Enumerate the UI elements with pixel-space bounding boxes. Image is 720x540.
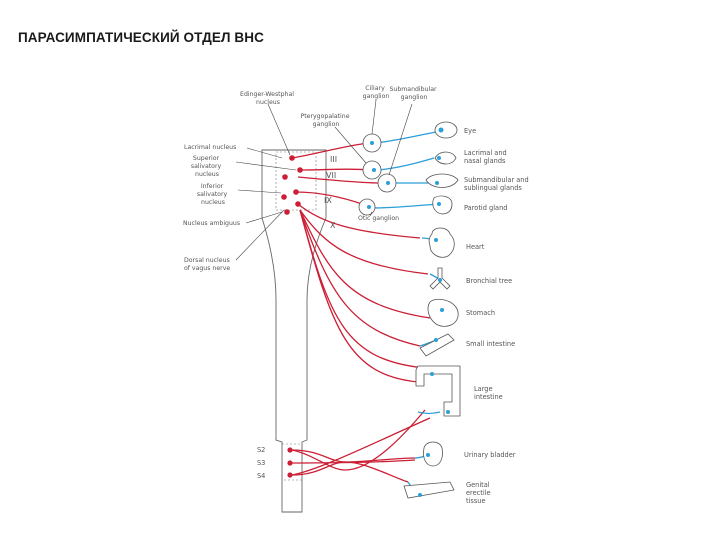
preganglionic-fibers xyxy=(291,142,431,483)
organ-large-intestine xyxy=(415,365,461,417)
label-small-intestine: Small intestine xyxy=(466,340,515,348)
brainstem-nuclei xyxy=(281,155,303,478)
label-line: erectile xyxy=(466,489,491,497)
ganglion-dot xyxy=(367,205,371,209)
organ-heart xyxy=(428,227,455,258)
label-line: Genital xyxy=(466,481,490,489)
label-edinger-westphal: Edinger-Westphal nucleus xyxy=(240,91,296,106)
ganglion-dot xyxy=(386,181,390,185)
label-submandibular-ganglion: Submandibular ganglion xyxy=(389,86,438,101)
label-line: salivatory xyxy=(191,163,222,170)
organ-bronchial-tree xyxy=(429,267,451,290)
label-line: sublingual glands xyxy=(464,184,522,192)
label-line: Ciliary xyxy=(365,85,385,92)
label-urinary-bladder: Urinary bladder xyxy=(464,451,516,459)
ganglia xyxy=(358,133,397,216)
label-large-intestine: Large intestine xyxy=(474,385,503,401)
label-heart: Heart xyxy=(466,243,485,251)
nucleus-dot xyxy=(289,155,295,161)
organ-genital-tissue xyxy=(403,481,455,499)
label-line: Pterygopalatine xyxy=(301,113,350,120)
nucleus-dot xyxy=(295,201,301,207)
label-superior-salivatory: Superior salivatory nucleus xyxy=(191,155,223,178)
label-line: Dorsal nucleus xyxy=(184,257,230,264)
label-genital-tissue: Genital erectile tissue xyxy=(466,481,493,505)
label-line: nucleus xyxy=(256,99,280,106)
label-ciliary-ganglion: Ciliary ganglion xyxy=(363,85,390,100)
label-line: nasal glands xyxy=(464,157,506,165)
nucleus-dot xyxy=(297,167,303,173)
nucleus-dot xyxy=(284,209,290,215)
label-line: Edinger-Westphal xyxy=(240,91,294,98)
label-otic-ganglion: Otic ganglion xyxy=(358,215,399,222)
label-lacrimal-glands: Lacrimal and nasal glands xyxy=(464,149,509,165)
label-eye: Eye xyxy=(464,127,476,135)
sacral-dot xyxy=(287,447,293,453)
organ-stomach xyxy=(427,298,459,327)
label-dorsal-vagus: Dorsal nucleus of vagus nerve xyxy=(184,257,232,272)
nucleus-dot xyxy=(281,194,287,200)
label-stomach: Stomach xyxy=(466,309,495,317)
label-line: Submandibular and xyxy=(464,176,529,184)
sacral-label: S3 xyxy=(257,459,265,467)
label-pterygopalatine-ganglion: Pterygopalatine ganglion xyxy=(301,113,352,128)
label-line: ganglion xyxy=(401,94,428,101)
label-nucleus-ambiguus: Nucleus ambiguus xyxy=(183,220,240,227)
label-line: nucleus xyxy=(195,171,219,178)
label-line: nucleus xyxy=(201,199,225,206)
organ-parotid xyxy=(432,195,453,215)
sacral-dot xyxy=(287,472,293,478)
leader-lines xyxy=(235,99,413,261)
sacral-segment-box xyxy=(281,443,303,481)
label-line: Inferior xyxy=(201,183,224,190)
sacral-label: S2 xyxy=(257,446,265,454)
label-submandibular-glands: Submandibular and sublingual glands xyxy=(464,176,531,192)
organ-eye xyxy=(434,121,458,139)
nerve-x-label: X xyxy=(330,221,336,230)
label-line: Submandibular xyxy=(389,86,437,93)
label-inferior-salivatory: Inferior salivatory nucleus xyxy=(197,183,229,206)
label-lacrimal-nucleus: Lacrimal nucleus xyxy=(184,144,236,151)
label-line: ganglion xyxy=(363,93,390,100)
label-line: tissue xyxy=(466,497,486,505)
organ-small-intestine xyxy=(419,333,455,357)
sacral-dot xyxy=(287,460,293,466)
page-title: ПАРАСИМПАТИЧЕСКИЙ ОТДЕЛ ВНС xyxy=(18,30,264,45)
nerve-ix-label: IX xyxy=(324,196,332,205)
organ-submandibular-glands xyxy=(425,173,459,188)
organ-lacrimal-glands xyxy=(434,151,457,165)
ganglion-dot xyxy=(370,141,374,145)
spinal-cord-outline xyxy=(261,149,327,513)
label-bronchial-tree: Bronchial tree xyxy=(466,277,512,285)
sacral-label: S4 xyxy=(257,472,265,480)
nerve-iii-label: III xyxy=(330,155,337,164)
label-line: intestine xyxy=(474,393,503,401)
nucleus-dot xyxy=(293,189,299,195)
nucleus-dot xyxy=(282,174,288,180)
label-line: ganglion xyxy=(313,121,340,128)
label-parotid-gland: Parotid gland xyxy=(464,204,507,212)
label-line: Large xyxy=(474,385,493,393)
nerve-vii-label: VII xyxy=(326,171,336,180)
organ-urinary-bladder xyxy=(423,441,443,467)
ganglion-dot xyxy=(372,168,376,172)
label-line: of vagus nerve xyxy=(184,265,230,272)
brainstem-nuclei-box xyxy=(275,151,317,211)
label-line: Lacrimal and xyxy=(464,149,507,157)
label-line: salivatory xyxy=(197,191,228,198)
label-line: Superior xyxy=(193,155,220,162)
